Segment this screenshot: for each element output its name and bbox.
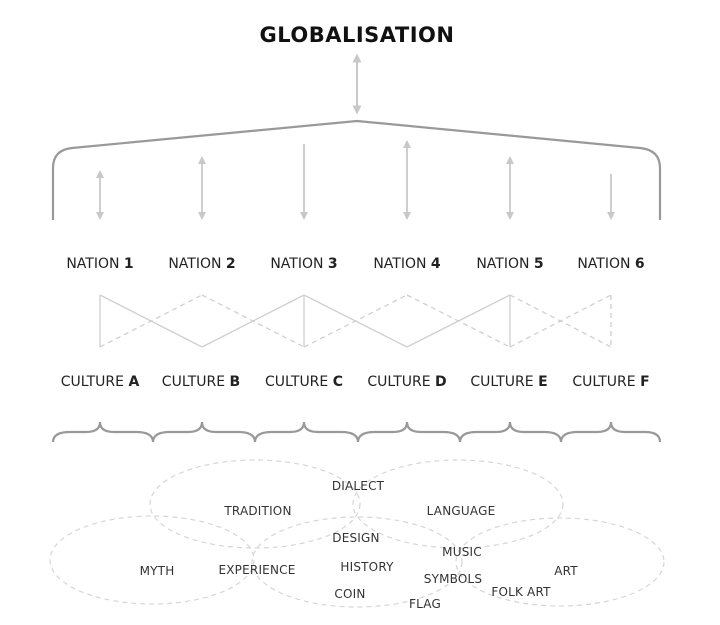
ellipse-lower-left bbox=[49, 515, 255, 605]
element-experience: EXPERIENCE bbox=[218, 563, 296, 577]
culture-e-label: CULTURE E bbox=[470, 374, 548, 390]
ellipse-upper-left bbox=[149, 459, 361, 549]
element-myth: MYTH bbox=[139, 564, 175, 578]
culture-c-label: CULTURE C bbox=[264, 374, 344, 390]
ellipse-lower-right bbox=[455, 517, 665, 607]
culture-f-label: CULTURE F bbox=[572, 374, 650, 390]
culture-b-label: CULTURE B bbox=[161, 374, 241, 390]
element-symbols: SYMBOLS bbox=[423, 572, 483, 586]
element-folk-art: FOLK ART bbox=[491, 585, 551, 599]
nation-6-label: NATION 6 bbox=[577, 256, 645, 272]
culture-elements-ellipses bbox=[49, 459, 665, 608]
element-language: LANGUAGE bbox=[426, 504, 496, 518]
nation-4-label: NATION 4 bbox=[373, 256, 441, 272]
nation-arrows bbox=[95, 139, 616, 221]
culture-d-label: CULTURE D bbox=[367, 374, 447, 390]
element-coin: COIN bbox=[334, 587, 366, 601]
element-dialect: DIALECT bbox=[331, 479, 385, 493]
connections bbox=[99, 294, 612, 348]
roof-bracket bbox=[51, 119, 662, 220]
element-history: HISTORY bbox=[340, 560, 394, 574]
ellipse-lower-center bbox=[251, 516, 463, 608]
nation-1-label: NATION 1 bbox=[66, 256, 134, 272]
nation-3-label: NATION 3 bbox=[270, 256, 338, 272]
ellipse-upper-right bbox=[352, 459, 564, 549]
nation-2-label: NATION 2 bbox=[168, 256, 236, 272]
element-tradition: TRADITION bbox=[224, 504, 292, 518]
nation-5-label: NATION 5 bbox=[476, 256, 544, 272]
element-flag: FLAG bbox=[409, 597, 441, 611]
element-music: MUSIC bbox=[442, 545, 482, 559]
element-design: DESIGN bbox=[332, 531, 380, 545]
element-art: ART bbox=[554, 564, 578, 578]
culture-a-label: CULTURE A bbox=[60, 374, 140, 390]
diagram-title: GLOBALISATION bbox=[259, 23, 455, 47]
culture-brace bbox=[51, 421, 662, 443]
